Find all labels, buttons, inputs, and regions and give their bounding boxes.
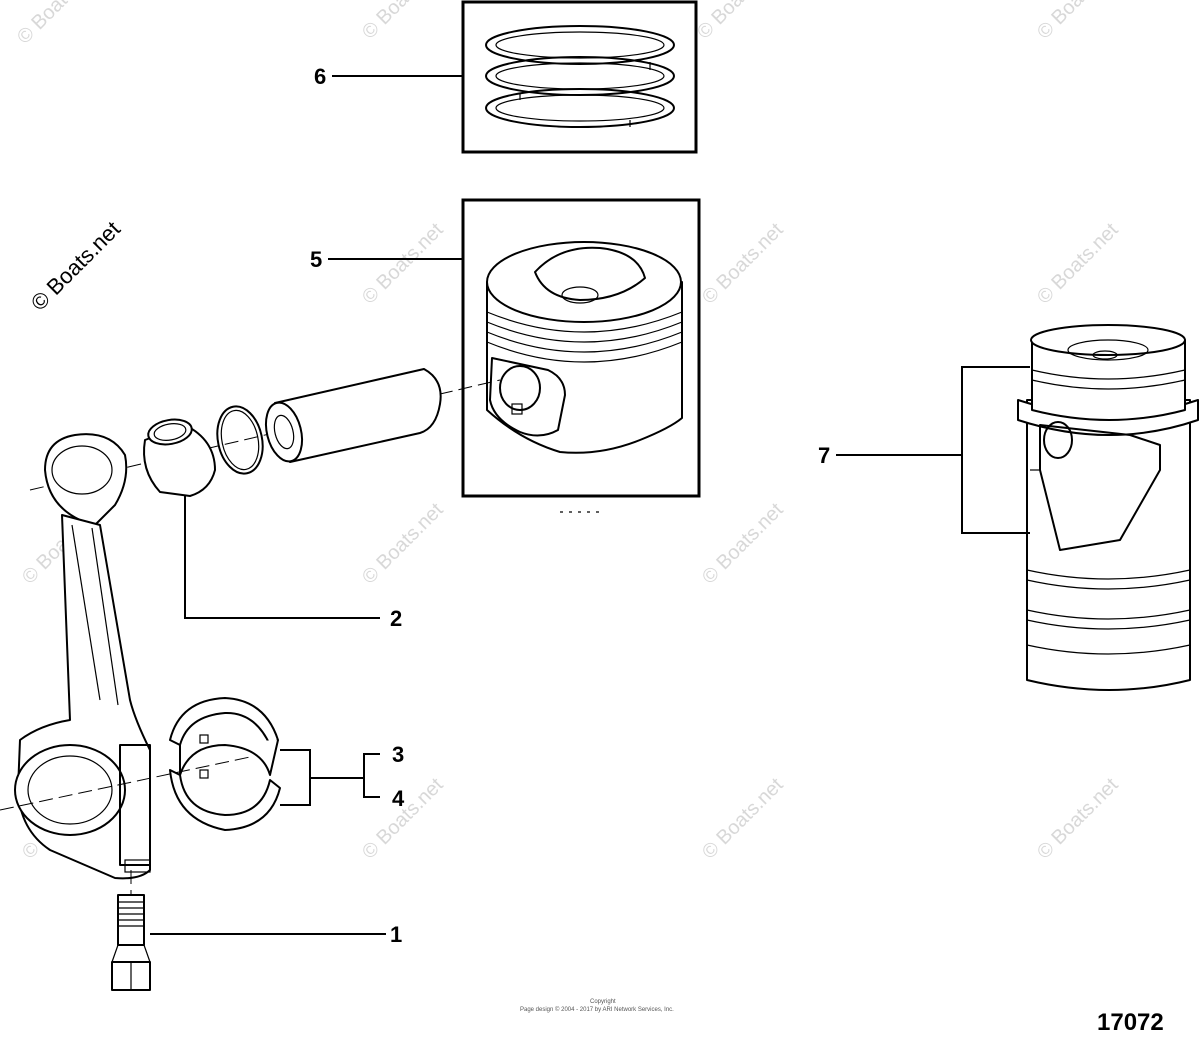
watermark: © Boats.net [1033,0,1123,44]
watermark: © Boats.net [13,0,103,49]
bearing-shells: 3 4 [169,697,405,831]
watermark-main: © Boats.net [26,216,125,315]
callout-6: 6 [314,64,326,89]
callout-1: 1 [390,922,402,947]
callout-3: 3 [392,742,404,767]
piston-rings-group: 6 [314,0,698,154]
watermark: © Boats.net [358,499,448,589]
copyright-line-1: Copyright [590,999,616,1005]
figure-number: 17072 [1097,1009,1164,1036]
watermark: © Boats.net [698,774,788,864]
watermark: © Boats.net [1033,219,1123,309]
piston-group: 5 [310,198,701,513]
callout-4: 4 [392,786,405,811]
watermark: © Boats.net [358,219,448,309]
rod-bolt: 1 [111,870,402,991]
watermark: © Boats.net [358,0,448,44]
watermark: © Boats.net [1033,774,1123,864]
watermark: © Boats.net [698,219,788,309]
copyright-line-2: Page design © 2004 - 2017 by ARI Network… [520,1006,674,1013]
piston-pin [264,368,442,463]
callout-7: 7 [818,443,830,468]
callout-2: 2 [390,606,402,631]
watermark: © Boats.net [693,0,783,44]
watermark: © Boats.net [698,499,788,589]
callout-5: 5 [310,247,322,272]
connecting-rod [0,433,251,880]
cylinder-kit: 7 [818,324,1199,691]
small-end-bushing: 2 [143,418,402,631]
snap-ring [216,405,264,475]
